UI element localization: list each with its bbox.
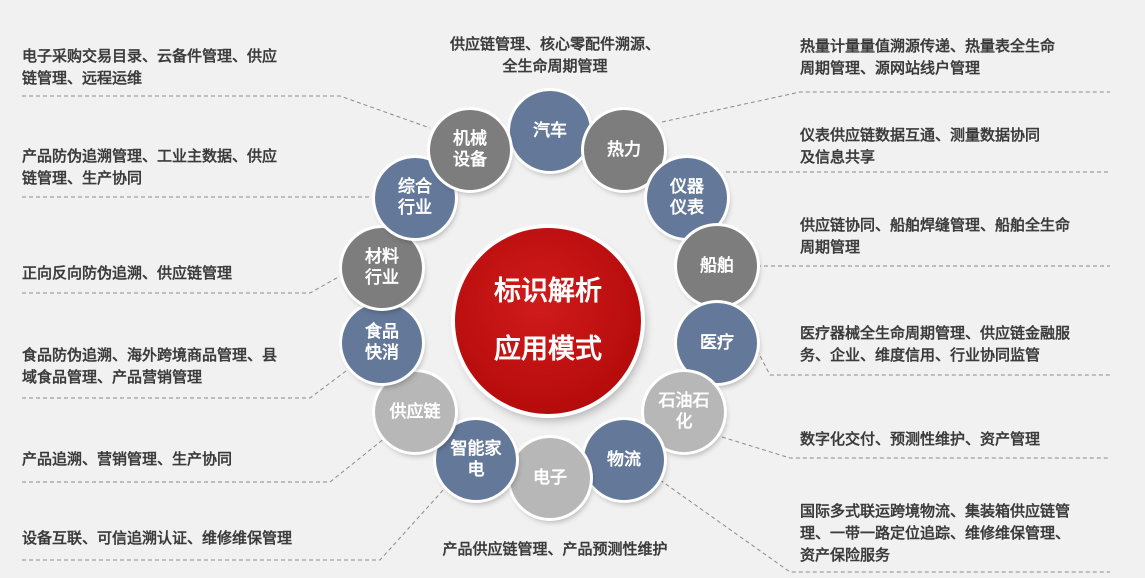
node-auto: 汽车	[510, 91, 590, 171]
connector-machinery	[22, 95, 431, 129]
node-materials: 材料 行业	[342, 228, 422, 308]
node-medical: 医疗	[677, 303, 757, 383]
node-thermal: 热力	[584, 110, 664, 190]
desc-machinery: 电子采购交易目录、云备件管理、供应 链管理、远程运维	[22, 47, 278, 87]
connector-logistics	[659, 479, 1110, 573]
connector-thermal	[661, 91, 1110, 123]
node-instrument: 仪器 仪表	[647, 158, 727, 238]
center-title-line2: 应用模式	[494, 334, 602, 365]
desc-auto: 供应链管理、核心零配件溯源、 全生命周期管理	[449, 35, 660, 75]
connector-petrochem	[721, 436, 1110, 459]
connector-smart_home	[22, 487, 446, 561]
connector-supply_chain	[22, 437, 386, 483]
node-electronics: 电子	[510, 438, 590, 518]
desc-fmcg: 食品防伪追溯、海外跨境商品管理、县 域食品管理、产品营销管理	[22, 346, 278, 386]
connector-medical	[756, 349, 1110, 376]
desc-ship: 供应链协同、船舶焊缝管理、船舶全生命 周期管理	[800, 216, 1071, 256]
center-title-line1: 标识解析	[494, 276, 602, 307]
node-supply-chain: 供应链	[375, 372, 455, 452]
desc-electronics: 产品供应链管理、产品预测性维护	[442, 540, 668, 558]
desc-instrument: 仪表供应链数据互通、测量数据协同 及信息共享	[800, 126, 1041, 166]
desc-thermal: 热量计量量值溯源传递、热量表全生命 周期管理、源网站线户管理	[800, 37, 1056, 77]
node-logistics: 物流	[584, 420, 664, 500]
node-machinery: 机械 设备	[430, 110, 510, 190]
node-petrochem: 石油石 化	[644, 372, 724, 452]
center-title-circle: 标识解析 应用模式	[455, 228, 641, 414]
desc-materials: 正向反向防伪追溯、供应链管理	[22, 264, 233, 282]
connector-materials	[22, 274, 343, 294]
node-smart-home: 智能家 电	[436, 420, 516, 500]
desc-logistics: 国际多式联运跨境物流、集装箱供应链管 理、一带一路定位追踪、维修维保管理、 资产…	[800, 502, 1071, 564]
node-fmcg: 食品 快消	[342, 303, 422, 383]
desc-medical: 医疗器械全生命周期管理、供应链金融服 务、企业、维度信用、行业协同监管	[800, 324, 1071, 364]
connector-fmcg	[22, 367, 351, 399]
desc-smart-home: 设备互联、可信追溯认证、维修维保管理	[22, 529, 293, 547]
desc-petrochem: 数字化交付、预测性维护、资产管理	[800, 430, 1041, 448]
node-ship: 船舶	[677, 226, 757, 306]
desc-comprehensive: 产品防伪追溯管理、工业主数据、供应 链管理、生产协同	[22, 147, 278, 187]
desc-supply-chain: 产品追溯、营销管理、生产协同	[22, 450, 233, 468]
